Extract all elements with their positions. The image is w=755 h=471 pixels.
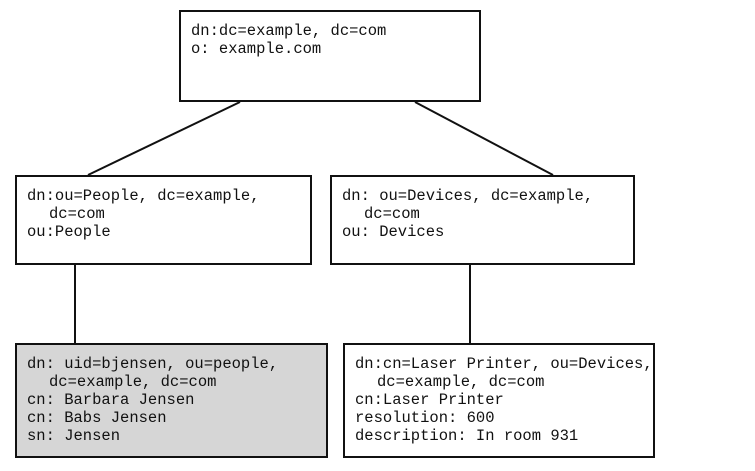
entry-attribute: cn:Laser Printer (355, 391, 504, 409)
entry-dn-continuation: dc=com (364, 205, 420, 223)
entry-dn-continuation: dc=example, dc=com (49, 373, 217, 391)
entry-dn: dn: ou=Devices, dc=example, (342, 187, 594, 205)
entry-dn: dn: uid=bjensen, ou=people, (27, 355, 279, 373)
entry-root: dn:dc=example, dc=com o: example.com (179, 10, 481, 102)
entry-dn-continuation: dc=com (49, 205, 105, 223)
edge-root-to-devices (414, 101, 554, 176)
entry-attribute: o: example.com (191, 40, 322, 58)
entry-attribute: cn: Barbara Jensen (27, 391, 195, 409)
entry-attribute: cn: Babs Jensen (27, 409, 167, 427)
entry-devices: dn: ou=Devices, dc=example, dc=com ou: D… (330, 175, 635, 265)
entry-attribute: ou:People (27, 223, 111, 241)
entry-attribute: ou: Devices (342, 223, 445, 241)
entry-laser-printer: dn:cn=Laser Printer, ou=Devices, dc=exam… (343, 343, 655, 458)
entry-dn: dn:cn=Laser Printer, ou=Devices, (355, 355, 653, 373)
entry-attribute: sn: Jensen (27, 427, 121, 445)
entry-attribute: resolution: 600 (355, 409, 495, 427)
entry-dn-continuation: dc=example, dc=com (377, 373, 545, 391)
entry-dn: dn:dc=example, dc=com (191, 22, 387, 40)
entry-attribute: description: In room 931 (355, 427, 579, 445)
edge-root-to-people (87, 101, 241, 176)
entry-bjensen: dn: uid=bjensen, ou=people, dc=example, … (15, 343, 328, 458)
entry-people: dn:ou=People, dc=example, dc=com ou:Peop… (15, 175, 312, 265)
entry-dn: dn:ou=People, dc=example, (27, 187, 260, 205)
